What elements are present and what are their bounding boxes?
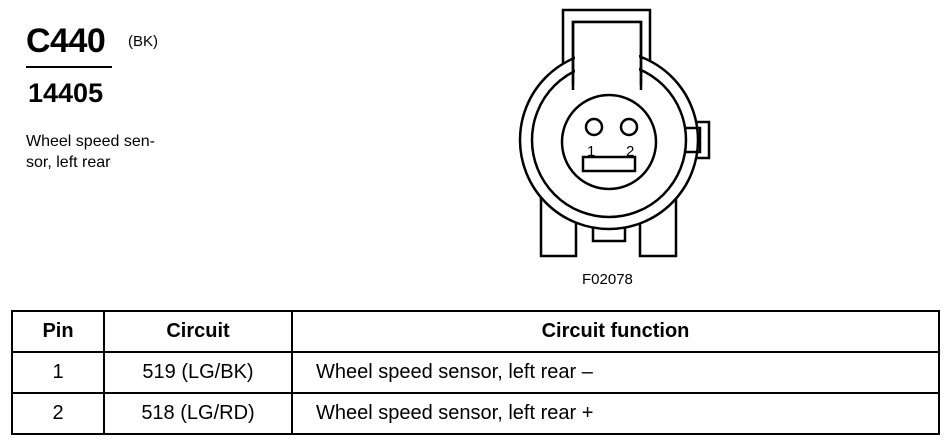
- row-pin: 2: [11, 392, 105, 435]
- row-circuit: 519 (LG/BK): [103, 351, 293, 394]
- row-pin: 1: [11, 351, 105, 394]
- pin-label-2: 2: [626, 143, 634, 160]
- pin-label-1: 1: [587, 143, 595, 160]
- row-function: Wheel speed sensor, left rear +: [291, 392, 940, 435]
- part-number: 14405: [28, 78, 104, 108]
- table-header-row: Pin Circuit Circuit function: [11, 310, 940, 353]
- figure-code: F02078: [582, 271, 633, 288]
- connector-id: C440: [26, 22, 106, 60]
- pin-2-hole: [619, 117, 639, 137]
- connector-drawing: 1 2: [518, 8, 711, 258]
- header-function: Circuit function: [291, 310, 940, 353]
- table-row: 2 518 (LG/RD) Wheel speed sensor, left r…: [11, 392, 940, 435]
- connector-description: Wheel speed sen- sor, left rear: [26, 133, 155, 171]
- connector-key: [581, 155, 637, 173]
- row-circuit: 518 (LG/RD): [103, 392, 293, 435]
- title-underline: [26, 66, 112, 68]
- table-row: 1 519 (LG/BK) Wheel speed sensor, left r…: [11, 351, 940, 394]
- header-pin: Pin: [11, 310, 105, 353]
- connector-color: (BK): [128, 33, 158, 50]
- header-circuit: Circuit: [103, 310, 293, 353]
- pin-cavity: [560, 93, 658, 191]
- row-function: Wheel speed sensor, left rear –: [291, 351, 940, 394]
- pinout-table: Pin Circuit Circuit function 1 519 (LG/B…: [11, 310, 940, 435]
- pin-1-hole: [584, 117, 604, 137]
